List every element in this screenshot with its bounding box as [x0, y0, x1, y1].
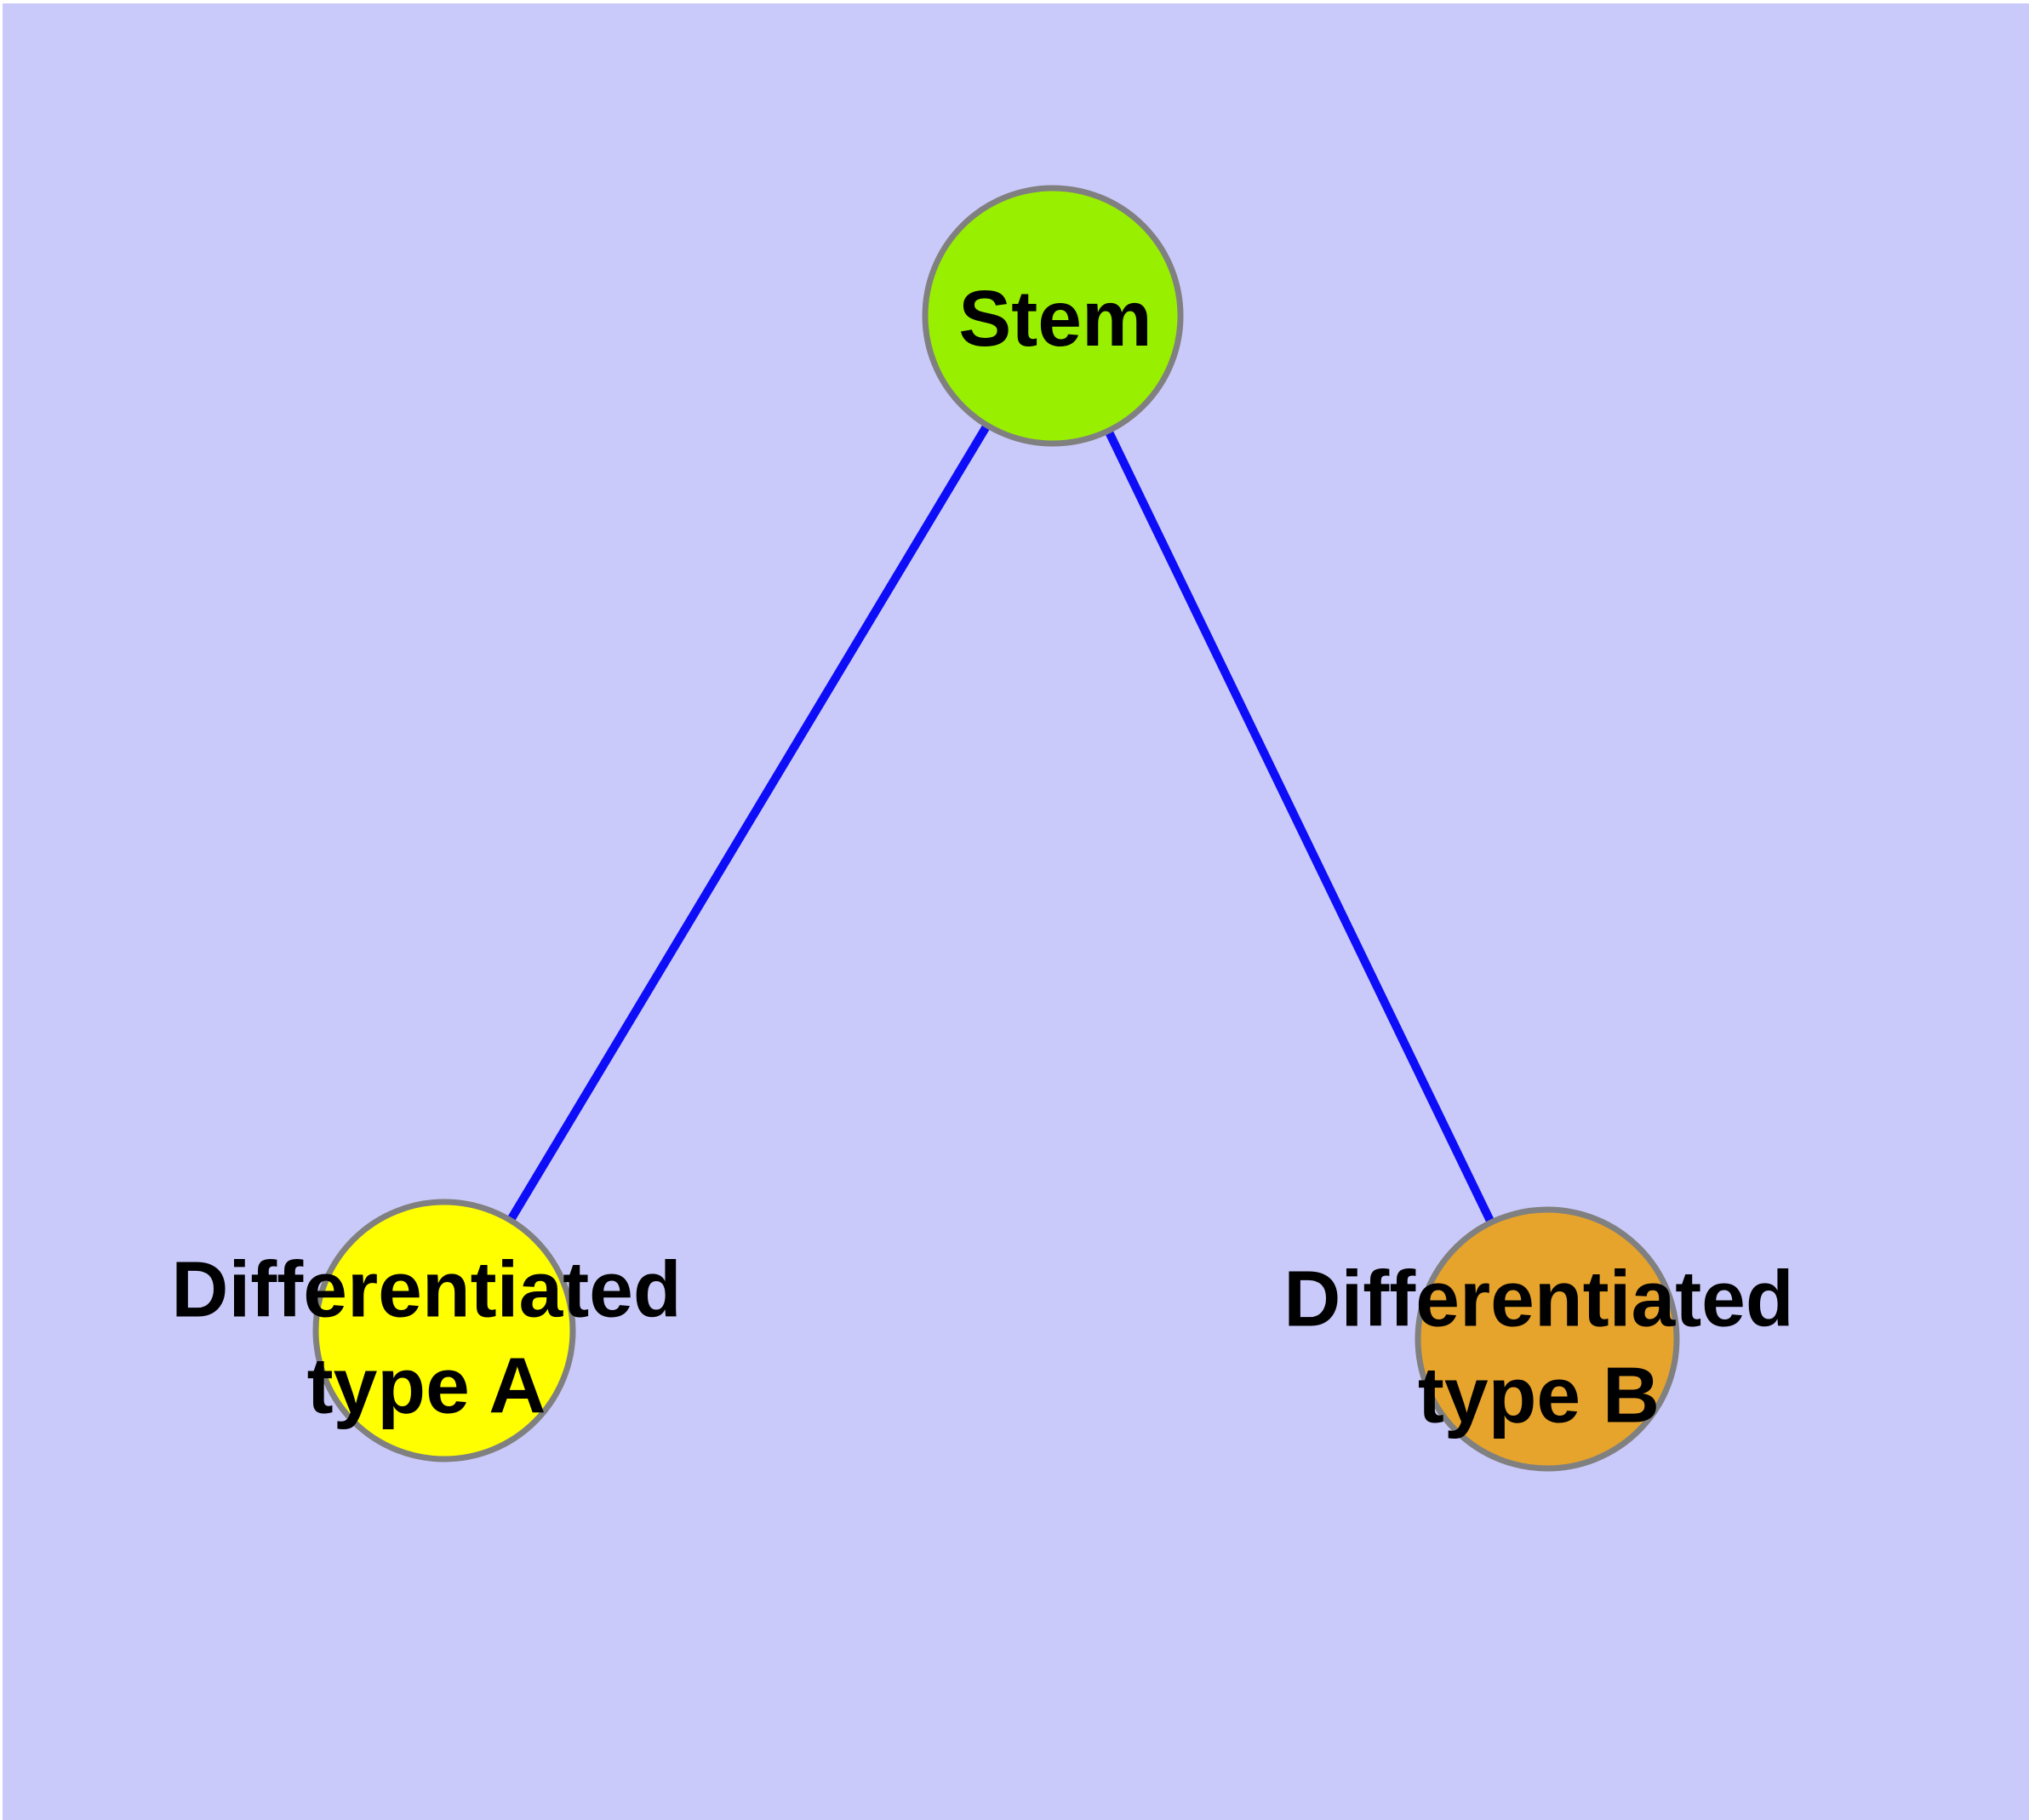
node-label-stem: Stem [958, 274, 1152, 363]
nodes-layer [312, 185, 1680, 1472]
node-label-line: type B [1418, 1351, 1660, 1439]
edge-stem-type-a [506, 423, 992, 1223]
node-label-line: type A [307, 1342, 546, 1430]
node-label-line: Stem [958, 274, 1152, 363]
node-label-line: Differentiated [171, 1245, 681, 1334]
edges-layer [506, 423, 1495, 1225]
node-circle-type-a [312, 1199, 576, 1462]
edge-stem-type-b [1104, 428, 1495, 1225]
node-circle-stem [922, 185, 1184, 447]
node-circle-type-b [1415, 1206, 1680, 1472]
node-label-line: Differentiated [1283, 1255, 1793, 1343]
